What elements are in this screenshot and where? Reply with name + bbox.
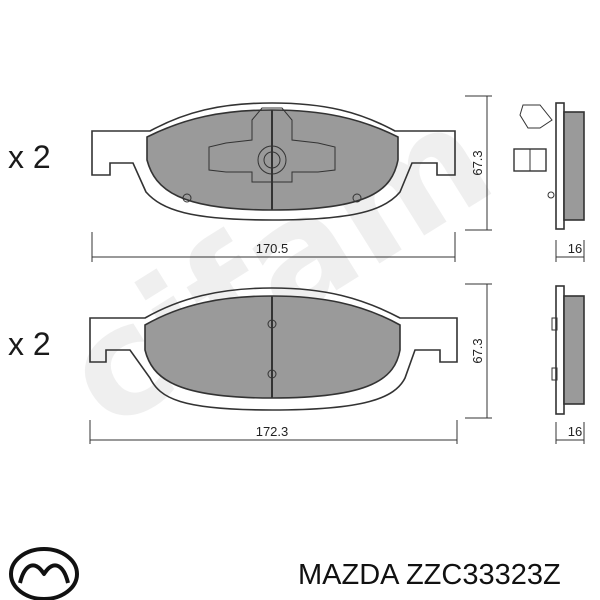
pad-2-hole-bottom [267, 369, 277, 379]
pad-2-width-label: 172.3 [256, 424, 289, 439]
pad-2-side-tab-top [551, 317, 558, 331]
brake-pad-1: x 2 170.5 67.3 16 [8, 95, 585, 262]
pad-2-backing-plate [89, 287, 458, 411]
pad-2-side-friction [563, 295, 585, 405]
pad-1-quantity: x 2 [8, 139, 51, 175]
pad-2-side-backing [555, 285, 565, 415]
mazda-logo-icon [9, 547, 79, 600]
brake-pad-2: x 2 172.3 67.3 16 [8, 283, 585, 444]
pad-2-quantity: x 2 [8, 326, 51, 362]
pad-1-backing-plate [91, 102, 456, 221]
pad-1-side-friction [563, 111, 585, 221]
pad-1-thickness-label: 16 [568, 241, 582, 256]
pad-1-side-clip [519, 104, 553, 129]
pad-1-side-dot [547, 191, 555, 199]
pad-1-hole-right [352, 193, 362, 203]
pad-1-sensor-clip [208, 107, 336, 183]
pad-1-width-label: 170.5 [256, 241, 289, 256]
pad-2-hole-top [267, 319, 277, 329]
pad-2-thickness-label: 16 [568, 424, 582, 439]
pad-1-side-backing [555, 102, 565, 230]
pad-1-hole-left [182, 193, 192, 203]
pad-1-height-label: 67.3 [470, 150, 485, 175]
part-number-label: MAZDA ZZC33323Z [298, 559, 561, 591]
pad-2-height-label: 67.3 [470, 338, 485, 363]
pad-2-side-tab-bottom [551, 367, 558, 381]
